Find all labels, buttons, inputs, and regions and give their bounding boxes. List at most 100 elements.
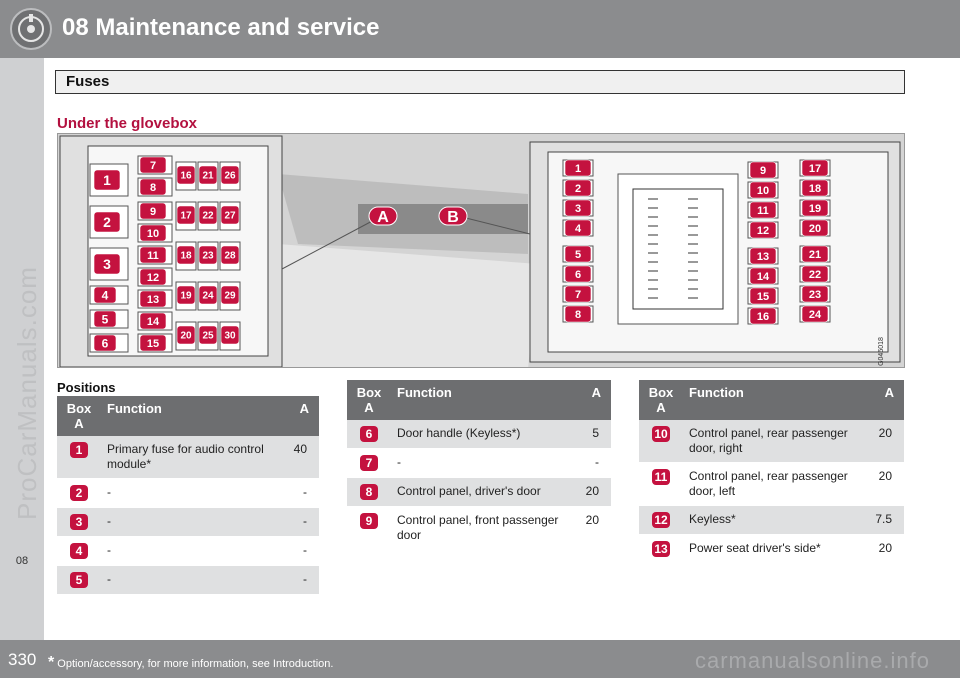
fuse-badge-label: 21 [809,249,821,261]
fuse-badge-label: 3 [575,203,581,215]
fuse-badge [749,221,777,239]
fuse-function: Power seat driver's side* [683,534,864,564]
fuse-number-badge: 9 [360,513,378,529]
table-row: 2-- [57,478,319,508]
fuse-badge-label: 8 [575,309,581,321]
fuse-badge-label: 26 [224,171,236,182]
fuse-number-badge: 8 [360,484,378,500]
fuse-function: Control panel, front passenger door [391,506,571,550]
fuse-badge-label: 1 [103,172,111,188]
fuse-amperage: 5 [571,420,611,449]
fuse-badge [198,325,218,345]
fuse-badge-label: 10 [147,228,159,240]
fuse-badge-label: 20 [180,331,192,342]
glovebox-shape [258,244,538,367]
fuse-badge [564,285,592,303]
fuse-badge-label: 21 [202,171,214,182]
fuse-badge-label: 23 [809,289,821,301]
fuse-badge [139,156,167,174]
fuse-function: Primary fuse for audio control module* [101,436,279,479]
fuse-function: Control panel, rear passenger door, righ… [683,420,864,463]
fuse-number-badge: 5 [70,572,88,588]
fuse-badge [139,246,167,264]
leader-line-b [457,215,531,235]
fuse-amperage: 7.5 [864,505,904,535]
fuse-badge [93,310,117,328]
fuse-number-badge: 3 [70,514,88,530]
function-header: Function [683,380,864,420]
table-row: 3-- [57,507,319,537]
fuse-badge [749,161,777,179]
fuse-badge [93,169,121,191]
subheading: Under the glovebox [57,115,198,132]
fuse-badge [564,199,592,217]
fuse-number-badge: 2 [70,485,88,501]
fuse-badge [139,224,167,242]
fuse-badge [139,268,167,286]
fuse-badge [749,247,777,265]
fuse-number-cell: 10 [639,420,683,463]
fuse-number-cell: 9 [347,506,391,550]
fuse-number-badge: 13 [652,541,670,557]
fuse-badge-label: 15 [147,338,159,350]
fuse-badge-label: 6 [102,336,109,350]
fuse-badge [801,265,829,283]
callout-badge [438,206,468,226]
fuse-badge [176,325,196,345]
fuse-number-cell: 3 [57,507,101,537]
fuse-badge [176,165,196,185]
fuse-badge-label: 2 [575,183,581,195]
fuse-badge-label: 2 [103,214,111,230]
callout-label: A [377,209,389,226]
fuse-badge-label: 12 [757,225,769,237]
footer-watermark: carmanualsonline.info [694,648,930,673]
fuse-badge-label: 3 [103,256,111,272]
fuse-badge [93,286,117,304]
fuse-number-cell: 4 [57,536,101,566]
function-header: Function [101,396,279,436]
fuse-badge-label: 7 [150,160,156,172]
fuse-badge [176,205,196,225]
fuse-badge [749,181,777,199]
fuse-badge-label: 27 [224,211,236,222]
box-header: Box A [347,380,391,420]
fuse-amperage: 40 [279,436,319,479]
fuse-badge-label: 23 [202,251,214,262]
fuse-badge [801,199,829,217]
fuse-amperage: - [571,448,611,478]
fuse-badge [139,202,167,220]
fuse-badge [139,312,167,330]
amp-header: A [864,380,904,420]
relay-block [617,173,739,325]
table-row: 7-- [347,448,611,478]
fuse-badge-label: 29 [224,291,236,302]
fuse-badge-label: 8 [150,182,156,194]
fuse-badge-label: 7 [575,289,581,301]
fuse-badge [139,178,167,196]
fuse-amperage: 20 [571,506,611,550]
fuse-badge-label: 25 [202,331,214,342]
fuse-badge-label: 20 [809,223,821,235]
footnote-star: * [48,654,55,671]
figure-code: G045018 [878,337,886,366]
table-row: 4-- [57,536,319,566]
fuse-badge-label: 24 [809,309,822,321]
fuse-badge [198,205,218,225]
fuse-badge [198,285,218,305]
fuse-number-cell: 11 [639,462,683,506]
fuse-amperage: - [279,507,319,537]
page-header: 08 Maintenance and service [0,0,960,58]
fuse-badge [749,201,777,219]
fuse-number-cell: 12 [639,505,683,535]
fuse-badge-label: 16 [757,311,769,323]
fuse-badge-label: 19 [180,291,192,302]
fuse-badge-label: 28 [224,251,236,262]
fuse-number-cell: 5 [57,565,101,595]
fuse-badge-label: 12 [147,272,159,284]
fuse-badge-label: 11 [757,205,769,217]
callout-badge [368,206,398,226]
